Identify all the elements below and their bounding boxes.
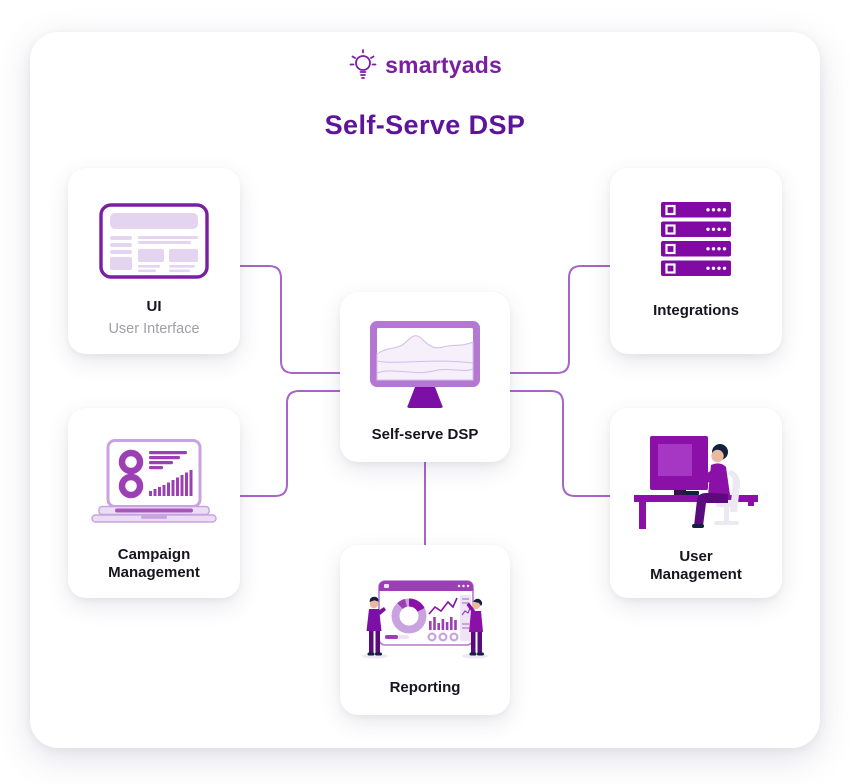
dashboard-presentation-icon [359,567,491,669]
monitor-chart-icon [369,314,481,418]
node-label: Reporting [389,679,461,696]
node-integrations: Integrations [610,168,782,354]
server-stack-icon [661,192,731,288]
node-campaign-management: Campaign Management [68,408,240,598]
node-reporting: Reporting [340,545,510,715]
connector-integrations-to-center [509,265,611,374]
brand-name: smartyads [385,51,502,78]
node-label: Campaign Management [108,546,200,581]
node-label: Self-serve DSP [371,426,479,443]
node-label: UI [146,298,162,315]
connector-center-to-campaign [239,390,341,497]
connector-center-to-user [509,390,611,497]
person-at-desk-icon [632,430,760,534]
node-user-management: User Management [610,408,782,598]
node-self-serve-dsp: Self-serve DSP [340,292,510,462]
node-ui: UI User Interface [68,168,240,354]
node-label: Integrations [653,302,739,319]
lightbulb-icon [349,49,377,79]
brand-logo: smartyads [0,48,850,82]
laptop-analytics-icon [91,432,217,532]
node-sublabel: User Interface [108,320,200,337]
connector-ui-to-center [239,265,341,374]
node-label: User Management [650,548,742,583]
browser-wireframe-icon [99,196,209,286]
page-title: Self-Serve DSP [324,110,526,140]
